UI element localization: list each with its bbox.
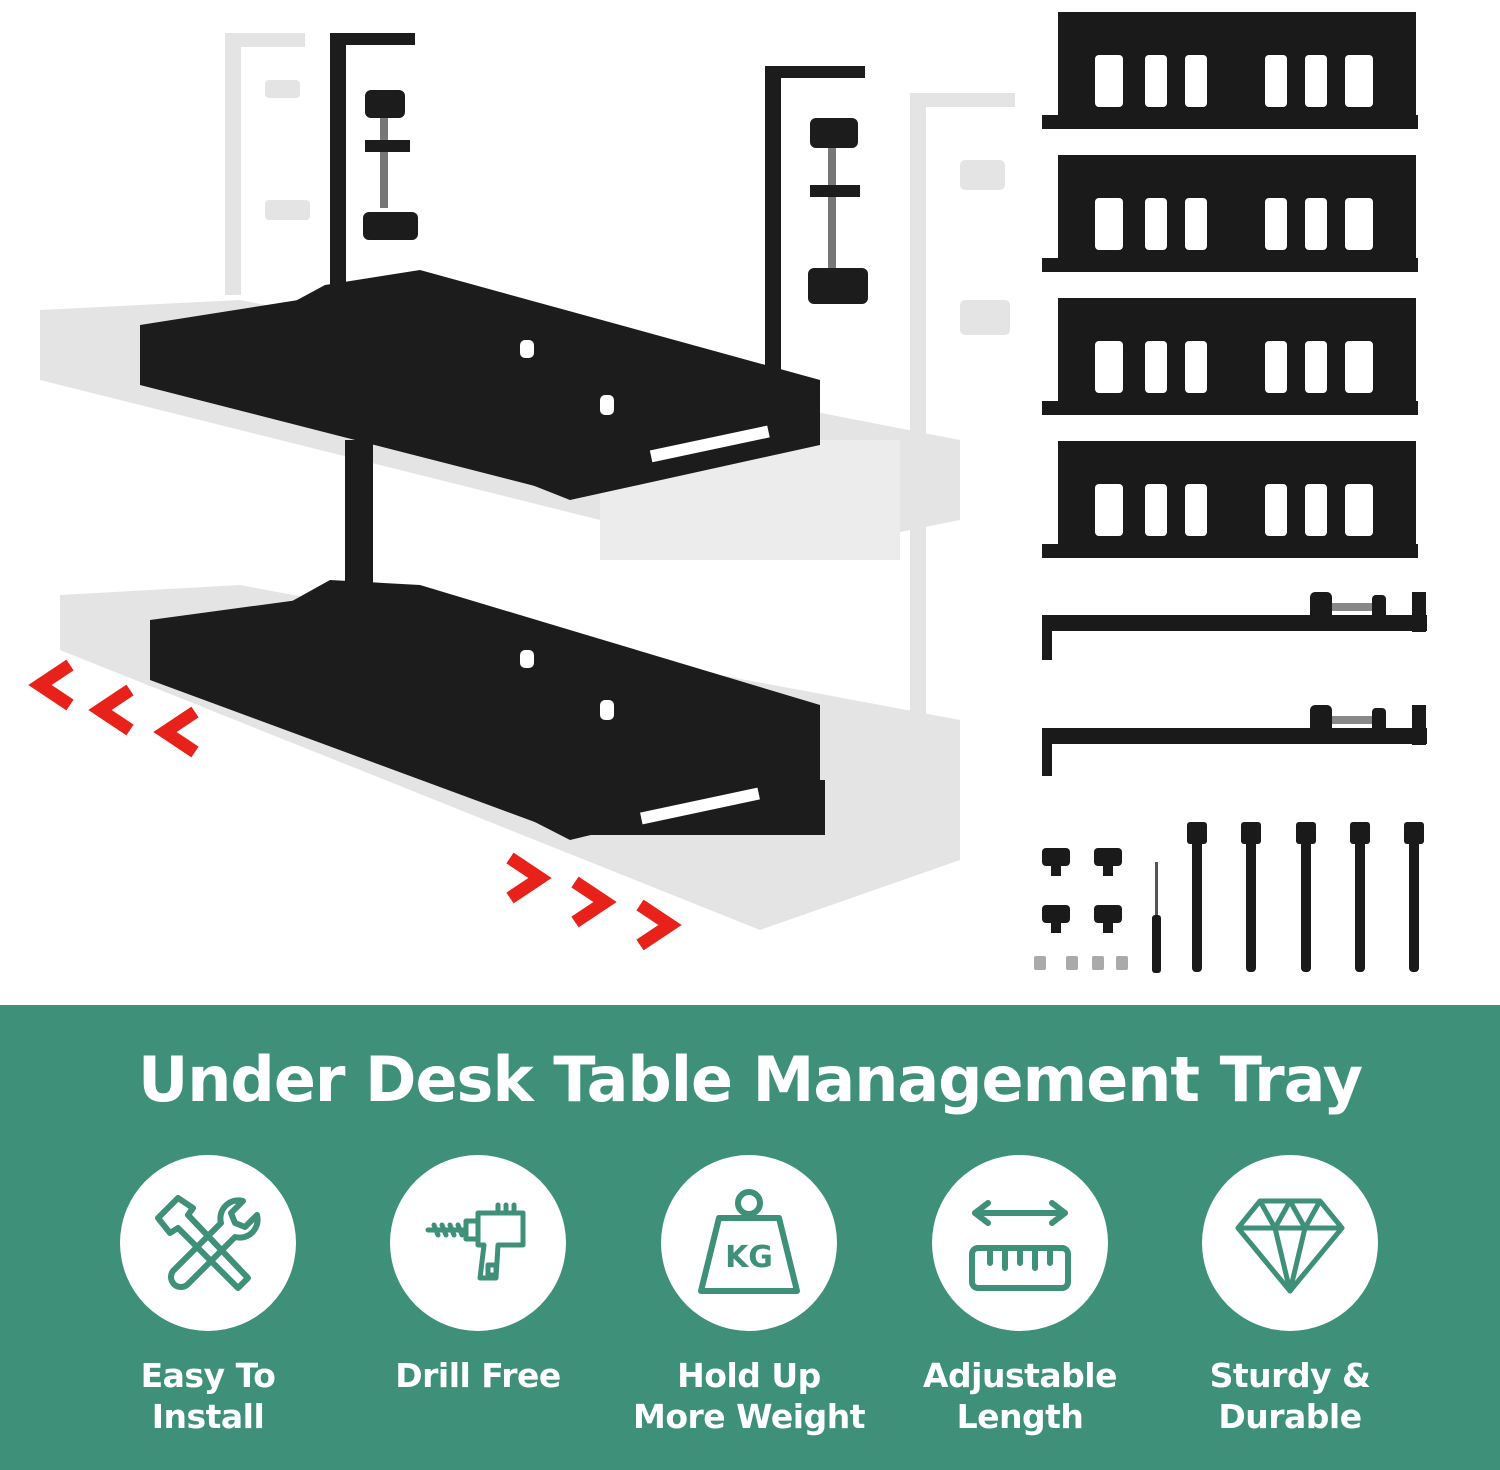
feature-adjustable-length: Adjustable Length	[885, 1155, 1155, 1437]
banner-title: Under Desk Table Management Tray	[137, 1043, 1363, 1116]
feature-label-line2: Length	[956, 1397, 1084, 1436]
product-drawing	[28, 12, 1427, 973]
feature-label-line2: More Weight	[633, 1397, 865, 1436]
clamp-bracket-1	[1042, 592, 1427, 660]
feature-drill-free: Drill Free	[343, 1155, 613, 1396]
feature-label-line1: Drill Free	[395, 1356, 561, 1395]
weight-icon-text: KG	[725, 1240, 773, 1275]
feature-circle	[1202, 1155, 1378, 1331]
feature-circle	[932, 1155, 1108, 1331]
feature-easy-install: Easy To Install	[73, 1155, 343, 1437]
feature-circle	[390, 1155, 566, 1331]
feature-hold-weight: KG Hold Up More Weight	[614, 1155, 884, 1437]
feature-banner: Under Desk Table Management Tray Easy To…	[0, 1005, 1500, 1470]
feature-sturdy-durable: Sturdy & Durable	[1155, 1155, 1425, 1437]
clamp-brackets	[1042, 592, 1427, 776]
panel-slots	[1095, 55, 1373, 536]
feature-circle	[120, 1155, 296, 1331]
feature-label-line1: Hold Up	[677, 1356, 821, 1395]
hardware-kit	[1034, 848, 1161, 973]
feature-circle: KG	[661, 1155, 837, 1331]
cable-ties	[1187, 822, 1424, 972]
product-illustration	[28, 12, 1427, 973]
extend-right-arrows	[506, 852, 682, 951]
feature-label-line1: Sturdy &	[1209, 1356, 1371, 1395]
tray-cutouts	[520, 340, 770, 825]
extend-left-arrows	[28, 659, 199, 758]
clamp-bracket-2	[1042, 705, 1427, 776]
feature-label-line2: Durable	[1218, 1397, 1362, 1436]
weight-icon: KG	[698, 1189, 800, 1294]
drill-icon	[425, 1202, 526, 1281]
tools-icon	[155, 1195, 261, 1291]
ruler-icon	[969, 1200, 1071, 1291]
feature-label-line1: Easy To	[140, 1356, 276, 1395]
diamond-icon	[1235, 1198, 1345, 1294]
feature-label-line1: Adjustable	[923, 1356, 1117, 1395]
main-tray	[140, 33, 868, 840]
feature-label-line2: Install	[151, 1397, 265, 1436]
